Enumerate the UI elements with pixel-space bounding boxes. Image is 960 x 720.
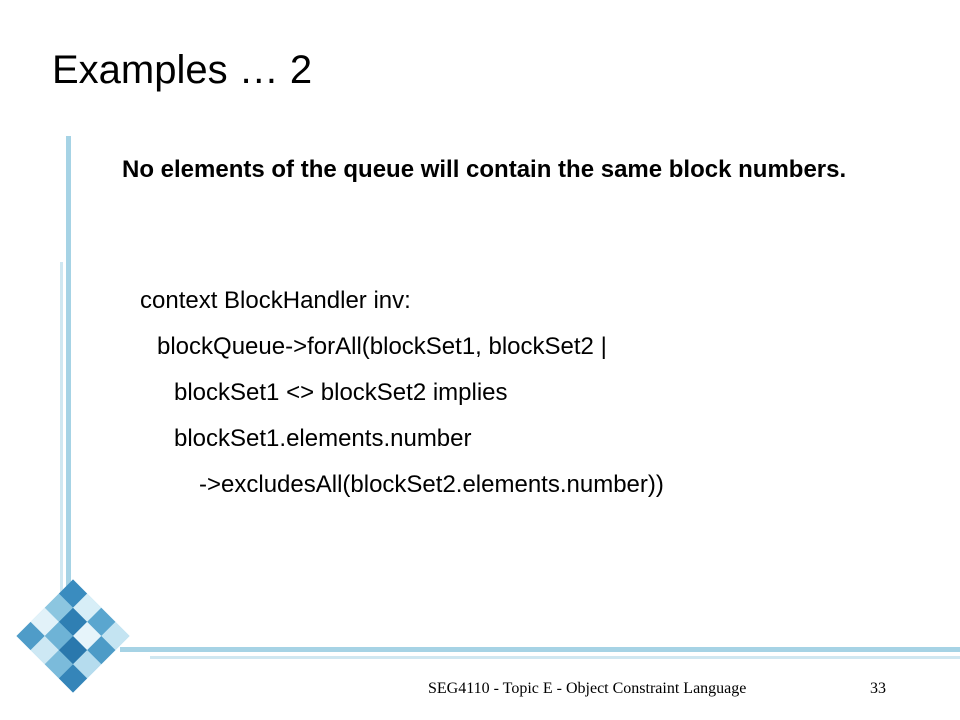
code-line-context: context BlockHandler inv: — [140, 287, 411, 314]
tiled-diamond-logo — [16, 579, 130, 693]
footer-course-text: SEG4110 - Topic E - Object Constraint La… — [428, 680, 747, 697]
code-line-forall: blockQueue->forAll(blockSet1, blockSet2 … — [157, 333, 607, 360]
slide-title: Examples … 2 — [52, 48, 313, 92]
code-line-excludesall: ->excludesAll(blockSet2.elements.number)… — [199, 471, 664, 498]
code-line-implies: blockSet1 <> blockSet2 implies — [174, 379, 508, 406]
code-line-elements: blockSet1.elements.number — [174, 425, 472, 452]
constraint-statement: No elements of the queue will contain th… — [122, 156, 847, 183]
footer-page-number: 33 — [870, 680, 886, 697]
